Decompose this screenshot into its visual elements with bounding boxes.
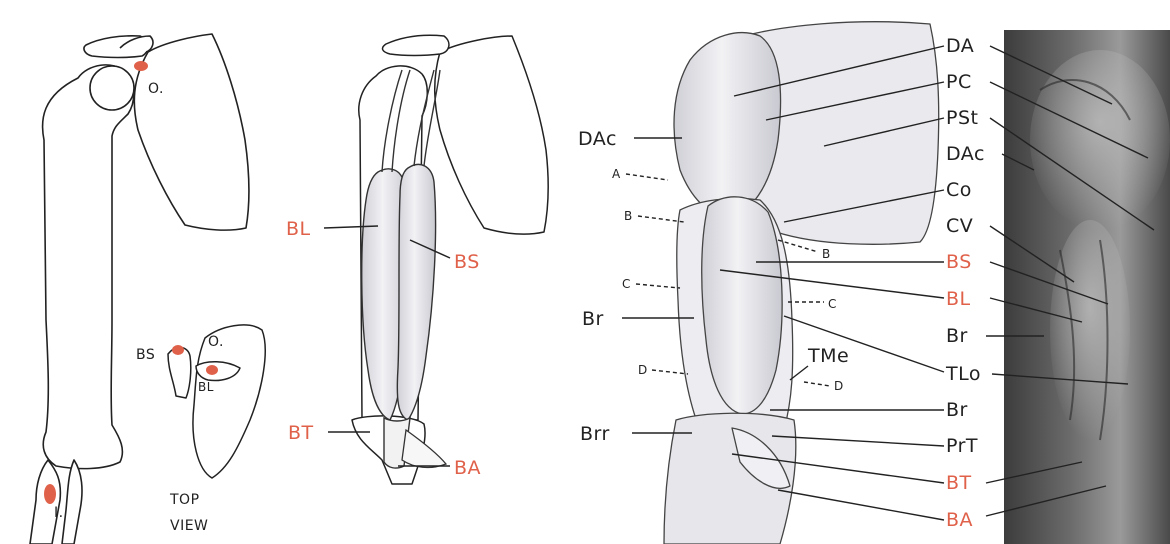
top-view-origin-label: O.	[208, 334, 224, 350]
panel3-cv-label: CV	[946, 215, 973, 237]
panel3-dac-label-right: DAc	[946, 143, 985, 165]
origin-marker	[134, 61, 148, 71]
panel2-bt-label: BT	[288, 422, 314, 444]
panel3-bl-label: BL	[946, 288, 971, 310]
scapula-bone	[134, 34, 249, 230]
radius-bone	[30, 460, 60, 544]
panel3-bs-label: BS	[946, 251, 972, 273]
panel3-biceps	[702, 197, 782, 414]
panel3-tlo-label: TLo	[945, 363, 981, 385]
panel2-bl-label: BL	[286, 218, 311, 240]
panel3-tme-label: TMe	[807, 345, 849, 367]
panel3-b-label-inner: B	[822, 247, 831, 261]
panel2-ba-label: BA	[454, 457, 481, 479]
panel3-a-label: A	[612, 167, 621, 181]
panel3-b-leader-left	[638, 216, 684, 222]
top-view-bs-label: BS	[136, 347, 155, 363]
panel2-acromion	[383, 35, 449, 55]
top-view-bl-label: BL	[198, 380, 214, 394]
panel3-br1-label: Br	[946, 325, 968, 347]
panel3-pc-label: PC	[946, 71, 972, 93]
top-view-bl-origin	[206, 365, 218, 375]
panel3-c-label-inner: C	[828, 297, 837, 311]
panel3-br-label-left: Br	[582, 308, 604, 330]
panel3-prt-label: PrT	[946, 435, 978, 457]
panel3-a-leader	[626, 174, 668, 180]
top-view-bs-origin	[172, 345, 184, 355]
panel3-co-label: Co	[946, 179, 972, 201]
panel3-bt-label: BT	[946, 472, 972, 494]
panel2-scapula	[435, 36, 548, 234]
panel3-c-leader-left	[636, 284, 680, 288]
biceps-short-head-muscle	[397, 164, 435, 420]
panel3-pst-label: PSt	[946, 107, 978, 129]
panel2-bs-label: BS	[454, 251, 480, 273]
humerus-bone	[43, 65, 134, 469]
panel3-da-label: DA	[946, 35, 974, 57]
ulna-bone	[62, 460, 82, 544]
ba-leader-drawing	[778, 490, 944, 520]
panel3-b-label-left: B	[624, 209, 633, 223]
panel3-d-label-inner: D	[834, 379, 844, 393]
panel3-ba-label: BA	[946, 509, 973, 531]
top-view-coracoid	[168, 347, 191, 398]
panel3-brr-label: Brr	[580, 423, 610, 445]
photo-shoulder-highlight	[1030, 50, 1170, 230]
insertion-marker	[44, 484, 56, 504]
top-view-caption-line2: VIEW	[170, 518, 208, 534]
top-view-scapula	[193, 325, 265, 478]
humeral-head	[90, 66, 134, 110]
photo-panel	[1004, 30, 1170, 544]
panel3-d-leader-left	[652, 370, 688, 374]
insertion-label: I.	[54, 505, 64, 521]
panel3-d-leader-inner	[804, 382, 830, 386]
panel3-c-label-left: C	[622, 277, 631, 291]
panel-muscle-drawing	[664, 22, 939, 544]
panel3-br2-label: Br	[946, 399, 968, 421]
top-view-caption-line1: TOP	[169, 492, 200, 508]
panel3-dac-label-left: DAc	[578, 128, 617, 150]
photo-biceps-highlight	[1050, 220, 1130, 440]
origin-label: O.	[148, 81, 164, 97]
panel3-d-label-left: D	[638, 363, 648, 377]
prt-leader-drawing	[772, 436, 944, 446]
